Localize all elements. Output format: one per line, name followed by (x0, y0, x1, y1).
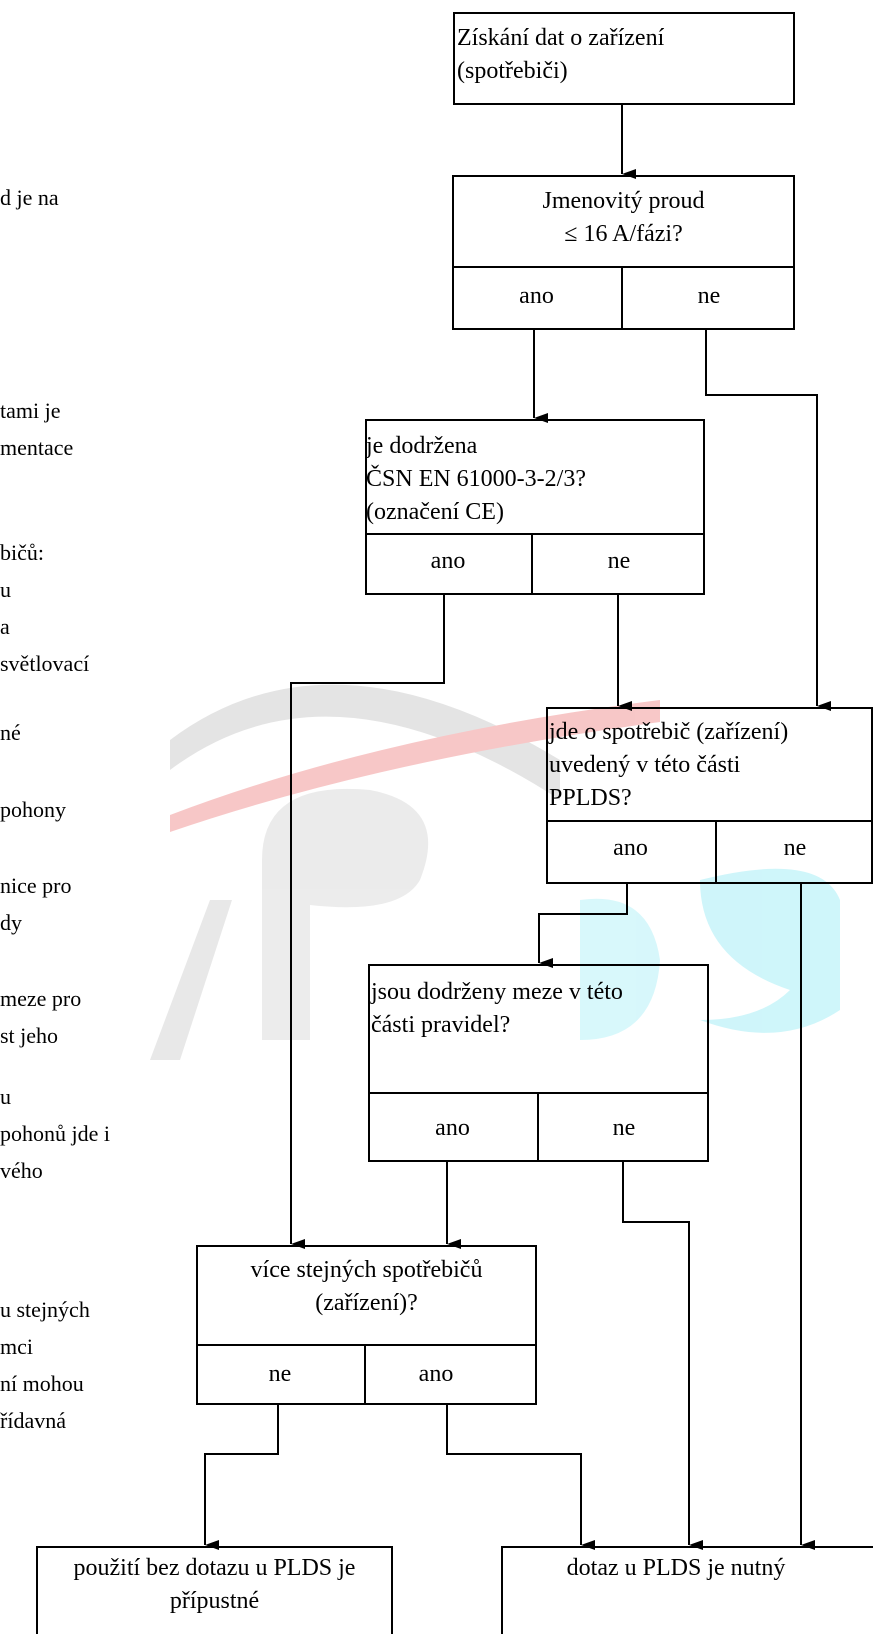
decision-csn-en-compliance-question: je dodržena ČSN EN 61000-3-2/3? (označen… (366, 433, 586, 525)
decision-csn-en-compliance-yes: ano (430, 548, 466, 574)
left-text-fragment: né (0, 720, 21, 745)
decision-listed-appliance-question: jde o spotřebič (zařízení) uvedený v tét… (549, 719, 789, 811)
left-text-fragment: pohony (0, 797, 66, 822)
divider (452, 266, 795, 268)
left-text-fragment: vého (0, 1158, 43, 1183)
left-text-fragment: u (0, 577, 11, 602)
decision-rated-current-question: Jmenovitý proud ≤ 16 A/fázi? (542, 188, 705, 247)
result-required-box (501, 1546, 873, 1634)
divider (537, 1092, 539, 1162)
left-text-fragment: a (0, 614, 10, 639)
decision-multiple-appliances-yes: ano (418, 1361, 454, 1387)
left-text-fragment: u stejných (0, 1297, 90, 1322)
left-text-fragment: světlovací (0, 651, 90, 676)
arrow-q4-no-to-result-required (622, 1161, 703, 1550)
start-label: Získání dat o zařízení (spotřebiči) (457, 25, 665, 84)
divider (546, 820, 873, 822)
left-text-fragment: mentace (0, 435, 74, 460)
divider (531, 533, 533, 595)
decision-rated-current (452, 175, 795, 330)
left-text-fragment: nice pro (0, 873, 72, 898)
arrow-q3-yes-to-q4 (538, 883, 628, 968)
left-text-fragment: řídavná (0, 1408, 66, 1433)
decision-csn-en-compliance (365, 419, 705, 595)
left-text-fragment: meze pro (0, 986, 82, 1011)
arrow-q1-no-to-q3 (705, 329, 831, 711)
left-text-fragment: bičů: (0, 540, 44, 565)
left-text-fragment: pohonů jde i (0, 1121, 110, 1146)
left-text-fragment: ní mohou (0, 1371, 84, 1396)
decision-multiple-appliances (196, 1245, 537, 1405)
left-text-fragment: st jeho (0, 1023, 59, 1048)
decision-listed-appliance (546, 707, 873, 884)
arrow-q5-yes-to-result-required (446, 1404, 595, 1550)
decision-rated-current-yes: ano (519, 283, 554, 309)
decision-csn-en-compliance-no: ne (607, 548, 631, 574)
left-text-fragment: u (0, 1084, 11, 1109)
decision-limits-met-yes: ano (435, 1115, 470, 1141)
left-text-fragment: tami je (0, 398, 61, 423)
result-required-label: dotaz u PLDS je nutný (566, 1555, 786, 1581)
divider (196, 1344, 537, 1346)
arrow-q5-no-to-result-allowed (204, 1404, 279, 1550)
decision-multiple-appliances-question: více stejných spotřebičů (zařízení)? (250, 1257, 483, 1316)
arrow-q2-yes-to-q5 (290, 594, 445, 1249)
divider (621, 266, 623, 330)
left-text-fragment: dy (0, 910, 22, 935)
left-text-fragment: mci (0, 1334, 33, 1359)
start-box (453, 12, 795, 105)
divider (715, 820, 717, 884)
result-allowed-box (36, 1546, 393, 1634)
decision-limits-met-no: ne (612, 1115, 636, 1141)
result-allowed-label: použití bez dotazu u PLDS je přípustné (73, 1555, 356, 1614)
decision-rated-current-no: ne (697, 283, 721, 309)
decision-limits-met-question: jsou dodrženy meze v této části pravidel… (371, 979, 623, 1038)
divider (365, 533, 705, 535)
divider (364, 1344, 366, 1405)
decision-listed-appliance-no: ne (783, 835, 807, 861)
decision-multiple-appliances-no: ne (268, 1361, 292, 1387)
decision-listed-appliance-yes: ano (613, 835, 648, 861)
left-text-fragment: d je na (0, 185, 59, 210)
